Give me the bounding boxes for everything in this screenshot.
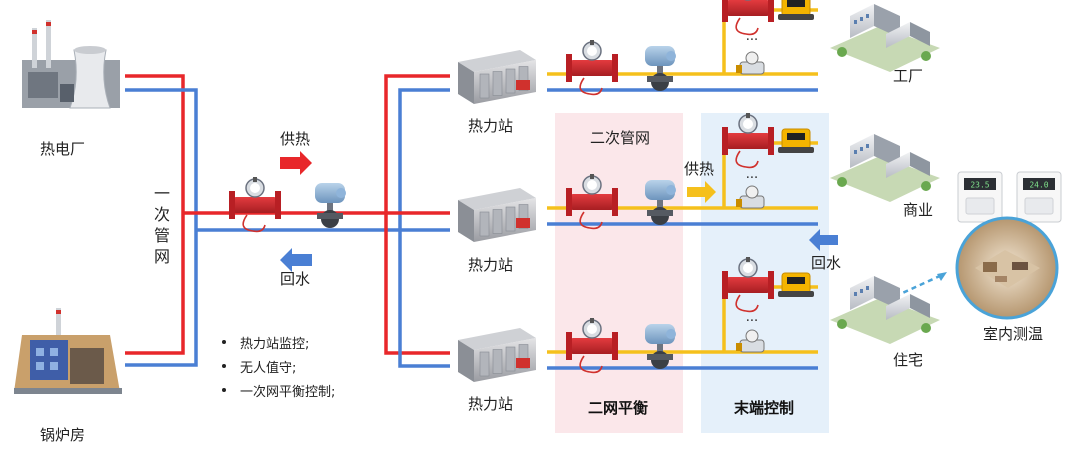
arrow-right-icon [280,151,312,175]
heat-meter-icon [566,174,618,230]
thermostat-icon: 24.0 [1016,171,1062,223]
control-valve-icon [645,180,676,225]
secondary-return-label: 回水 [811,254,842,272]
list-item: 无人值守; [222,354,335,378]
arrow-left-icon [280,248,312,272]
heat-meter-icon [736,329,765,353]
energy-meter-icon [778,272,814,297]
list-item: 热力站监控; [222,330,335,354]
bullet-icon [222,388,226,392]
heat-meter-icon [566,318,618,374]
ellipsis-label: ··· [746,314,758,329]
station-label-3: 热力站 [468,395,514,413]
commercial-icon [830,134,940,202]
heat-station-icon [458,188,536,242]
thermostat-icon: 23.5 [957,171,1003,223]
boiler-room-icon [14,308,122,394]
indoor-link-arrow [937,272,947,281]
energy-meter-icon [778,128,814,153]
secondary-network-label: 二次管网 [590,129,651,147]
primary-network-label: 一次管网 [153,184,170,266]
supply-label: 供热 [280,130,311,148]
residential-label: 住宅 [893,351,924,369]
secondary-supply-label: 供热 [684,160,715,178]
return-label: 回水 [280,270,311,288]
heat-meter-icon [566,40,618,96]
boiler-room-label: 锅炉房 [40,426,86,444]
arrow-left-icon [809,229,838,251]
control-valve-icon [645,324,676,369]
station-label-2: 热力站 [468,256,514,274]
room-icon [955,216,1059,320]
thermostat-reading: 23.5 [970,181,989,190]
station-label-1: 热力站 [468,117,514,135]
terminal-zone [701,113,829,433]
bullet-icon [222,340,226,344]
ellipsis-label: ··· [746,171,758,186]
heat-station-icon [458,328,536,382]
arrow-right-icon [687,181,716,203]
power-plant-icon [22,20,120,109]
heat-meter-icon [736,185,765,209]
commercial-label: 商业 [903,201,934,219]
heat-meter-icon [722,0,774,36]
thermostat-reading: 24.0 [1029,181,1048,190]
residential-icon [830,276,940,344]
bullet-icon [222,364,226,368]
heat-meter-icon [722,257,774,313]
control-valve-icon [645,46,676,91]
heat-meter-icon [736,51,765,75]
factory-icon [830,4,940,72]
feature-list: 热力站监控; 无人值守; 一次网平衡控制; [222,330,335,402]
ellipsis-label: ··· [746,33,758,48]
heat-meter-icon [722,113,774,169]
balance-zone-label: 二网平衡 [588,399,649,417]
control-valve-icon [315,183,346,228]
indoor-temp-label: 室内测温 [983,325,1044,343]
energy-meter-icon [778,0,814,20]
terminal-zone-label: 末端控制 [734,399,795,417]
balance-zone [555,113,683,433]
heat-meter-icon [229,177,281,233]
factory-label: 工厂 [893,67,924,85]
heat-station-icon [458,50,536,104]
list-item: 一次网平衡控制; [222,378,335,402]
power-plant-label: 热电厂 [40,140,86,158]
primary-pipes [125,74,450,368]
